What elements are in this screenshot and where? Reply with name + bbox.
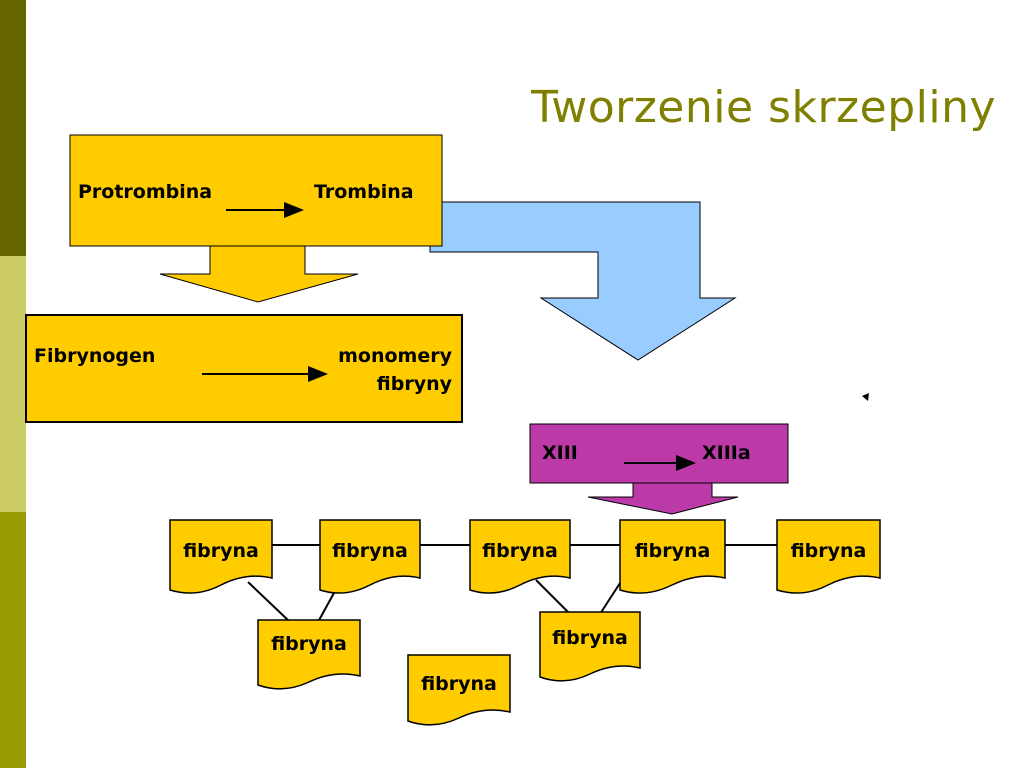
purple-arrow <box>587 482 739 515</box>
yellow-arrow <box>159 245 359 303</box>
fibrin-node-3: fibryna <box>482 540 558 562</box>
prothrombin-box <box>69 134 443 247</box>
fibrin-monomers-label-line1: monomery <box>338 345 452 367</box>
fibrin-node-7: fibryna <box>552 627 628 649</box>
slide-title: Tworzenie skrzepliny <box>531 82 996 133</box>
blue-arrow <box>429 201 737 361</box>
sidebar-accent-light <box>0 256 26 512</box>
factor-xiiia-label: XIIIa <box>702 442 751 464</box>
fibrinogen-label: Fibrynogen <box>34 345 156 367</box>
fibrin-node-5: fibryna <box>790 540 867 562</box>
fibrin-monomers-label-line2: fibryny <box>376 373 452 395</box>
fibrin-shapes <box>169 519 881 726</box>
sidebar-accent-mid <box>0 512 26 768</box>
factor-xiii-box <box>529 423 789 484</box>
fibrin-node-6: fibryna <box>271 633 347 655</box>
pointer-mark <box>862 393 869 401</box>
fibrinogen-box <box>25 314 463 423</box>
prothrombin-label: Protrombina <box>78 181 213 203</box>
fibrin-node-2: fibryna <box>332 540 408 562</box>
thrombin-label: Trombina <box>314 181 414 203</box>
fibrin-node-4: fibryna <box>634 540 711 562</box>
fibrin-node-1: fibryna <box>183 540 259 562</box>
sidebar-accent-dark <box>0 0 26 256</box>
factor-xiii-label: XIII <box>542 442 578 464</box>
fibrin-node-8: fibryna <box>421 673 497 695</box>
